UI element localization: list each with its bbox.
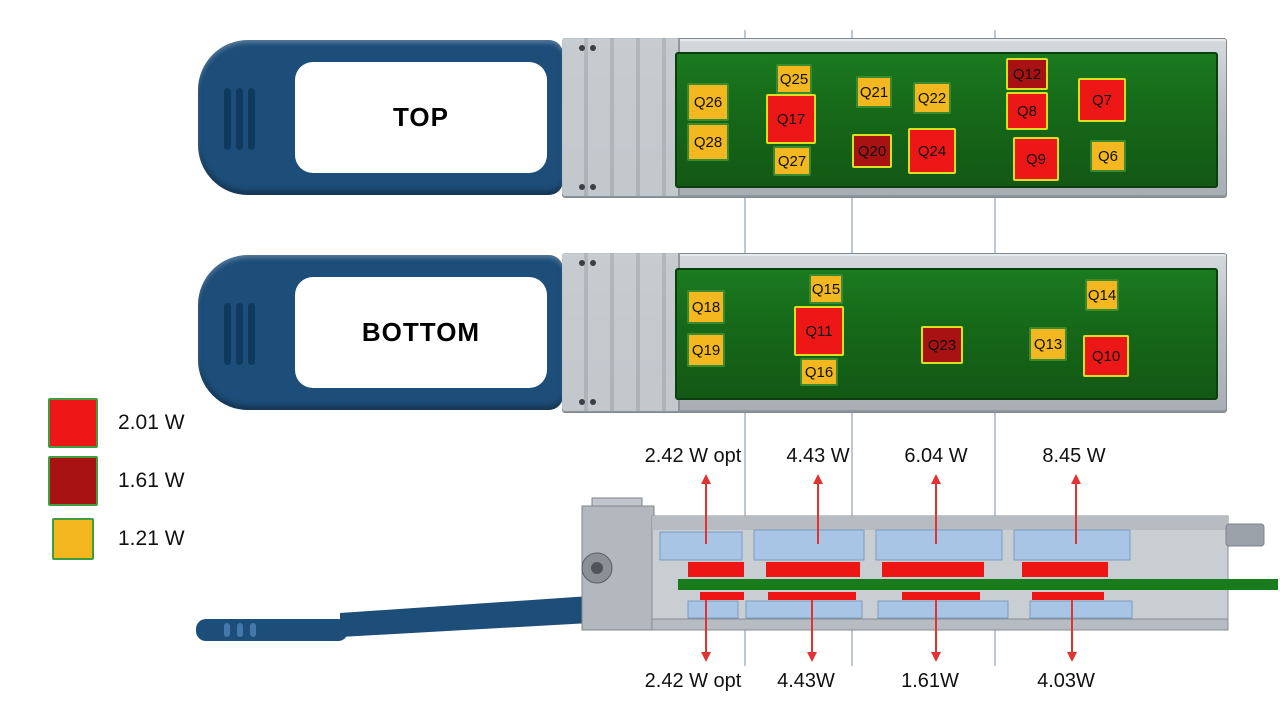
arrow-up-1 xyxy=(701,474,711,544)
component-Q20: Q20 xyxy=(852,134,892,168)
legend: 2.01 W 1.61 W 1.21 W xyxy=(48,394,185,568)
component-Q12: Q12 xyxy=(1006,58,1048,90)
annotation-top-4: 8.45 W xyxy=(1042,445,1106,467)
arrow-down-1 xyxy=(701,600,711,662)
annotation-top-2: 4.43 W xyxy=(786,445,850,467)
component-Q9: Q9 xyxy=(1013,137,1059,181)
legend-item: 2.01 W xyxy=(48,394,185,452)
handle-ridge xyxy=(248,303,255,365)
component-Q11: Q11 xyxy=(794,306,844,356)
arrow-down-4 xyxy=(1067,600,1077,662)
legend-label: 1.21 W xyxy=(118,527,185,550)
component-Q15: Q15 xyxy=(809,274,843,304)
component-Q18: Q18 xyxy=(687,290,725,324)
annotation-bottom-1: 2.42 W opt xyxy=(644,670,742,692)
pull-tab-tail xyxy=(196,596,590,641)
arrow-up-4 xyxy=(1071,474,1081,544)
pull-tab-handle-top: TOP xyxy=(198,40,563,195)
component-Q7: Q7 xyxy=(1078,78,1126,122)
component-Q25: Q25 xyxy=(776,64,812,94)
handle-ridge xyxy=(224,88,231,150)
annotation-top-1: 2.42 W opt xyxy=(644,445,742,467)
top-view-label: TOP xyxy=(393,102,449,132)
component-Q16: Q16 xyxy=(800,358,838,386)
component-Q17: Q17 xyxy=(766,94,816,144)
component-Q27: Q27 xyxy=(773,146,811,176)
component-Q14: Q14 xyxy=(1085,279,1119,311)
pull-tab-handle-bottom: BOTTOM xyxy=(198,255,563,410)
legend-swatch-red xyxy=(48,398,98,448)
screw-dots xyxy=(579,399,585,405)
annotation-bottom-4: 4.03W xyxy=(1037,670,1095,692)
legend-swatch-yellow xyxy=(52,518,94,560)
component-Q26: Q26 xyxy=(687,83,729,121)
component-Q28: Q28 xyxy=(687,123,729,161)
component-Q10: Q10 xyxy=(1083,335,1129,377)
component-Q8: Q8 xyxy=(1006,92,1048,130)
legend-swatch-darkred xyxy=(48,456,98,506)
handle-ridge xyxy=(236,88,243,150)
legend-label: 2.01 W xyxy=(118,411,185,434)
arrow-down-3 xyxy=(931,600,941,662)
handle-ridge xyxy=(224,303,231,365)
legend-item: 1.61 W xyxy=(48,452,185,510)
latch-section-top xyxy=(562,38,680,196)
handle-cutout-bottom: BOTTOM xyxy=(295,277,547,388)
latch-section-bottom xyxy=(562,253,680,411)
pcb-bar xyxy=(678,579,1278,590)
arrow-down-2 xyxy=(807,600,817,662)
screw-dots xyxy=(579,260,585,266)
component-Q6: Q6 xyxy=(1090,140,1126,172)
component-Q22: Q22 xyxy=(913,82,951,114)
component-Q19: Q19 xyxy=(687,333,725,367)
screw-dots xyxy=(579,184,585,190)
annotation-top-3: 6.04 W xyxy=(904,445,968,467)
bottom-view-label: BOTTOM xyxy=(361,317,481,347)
annotation-bottom-2: 4.43W xyxy=(777,670,835,692)
handle-ridge xyxy=(236,303,243,365)
component-Q24: Q24 xyxy=(908,128,956,174)
annotation-bottom-3: 1.61W xyxy=(901,670,959,692)
handle-ridge xyxy=(248,88,255,150)
cold-plates xyxy=(659,529,1133,619)
legend-label: 1.61 W xyxy=(118,469,185,492)
screw-dots xyxy=(579,45,585,51)
arrow-up-3 xyxy=(931,474,941,544)
arrow-up-2 xyxy=(813,474,823,544)
component-Q13: Q13 xyxy=(1029,327,1067,361)
legend-item: 1.21 W xyxy=(48,510,185,568)
component-Q21: Q21 xyxy=(856,76,892,108)
heat-sources xyxy=(688,562,1108,600)
handle-cutout-top: TOP xyxy=(295,62,547,173)
component-Q23: Q23 xyxy=(921,326,963,364)
